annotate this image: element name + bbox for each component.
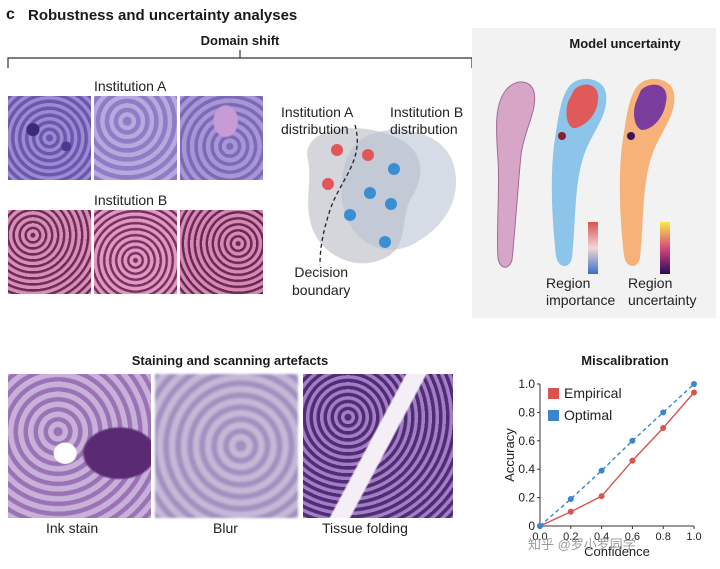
institution-b-tile-1 <box>8 210 91 294</box>
uncertainty-line-2: uncertainty <box>628 292 697 308</box>
boundary-line-2: boundary <box>292 282 351 298</box>
data-point-empirical <box>691 389 697 396</box>
x-tick-label: 0.2 <box>563 531 578 543</box>
dist-a-line-1: Institution A <box>281 104 354 120</box>
ink-stain-image <box>8 374 151 518</box>
institution-b-tile-2 <box>94 210 177 294</box>
series-line-empirical <box>539 392 695 527</box>
legend-label-empirical: Empirical <box>564 385 622 401</box>
legend-swatch-optimal <box>548 410 559 421</box>
data-point-optimal <box>660 409 667 416</box>
dist-b-line-1: Institution B <box>390 104 464 120</box>
importance-map <box>551 78 607 267</box>
data-point-optimal <box>567 496 574 503</box>
institution-a-tile-1 <box>8 96 91 180</box>
domain-shift-bracket <box>7 50 473 68</box>
region-importance-label: Region importance <box>546 275 615 309</box>
data-point-empirical <box>629 457 636 464</box>
x-tick-label: 1.0 <box>686 531 701 543</box>
institution-b-label: Institution B <box>94 192 168 208</box>
red-point <box>322 178 334 190</box>
institution-a-tile-2 <box>94 96 177 180</box>
y-tick-label: 0.6 <box>518 434 535 448</box>
importance-hotspot <box>566 84 599 129</box>
importance-line-2: importance <box>546 292 616 308</box>
uncertainty-hotspot <box>634 84 667 130</box>
miscalibration-title: Miscalibration <box>581 353 669 368</box>
x-tick-label: 0.0 <box>532 531 547 543</box>
blue-point <box>364 187 376 199</box>
red-point <box>362 149 374 161</box>
data-point-empirical <box>598 493 605 500</box>
series-line-optimal <box>539 383 695 527</box>
legend-swatch-empirical <box>548 388 559 399</box>
panel-letter: c <box>6 6 15 23</box>
boundary-line-1: Decision <box>294 264 349 280</box>
data-point-empirical <box>567 508 574 515</box>
distribution-diagram <box>307 124 457 266</box>
blur-label: Blur <box>213 520 238 536</box>
institution-a-tile-3 <box>180 96 263 180</box>
uncertainty-line-1: Region <box>628 275 673 291</box>
panel-title: Robustness and uncertainty analyses <box>28 7 298 24</box>
data-point-optimal <box>691 381 697 387</box>
legend-label-optimal: Optimal <box>564 407 612 423</box>
uncertainty-colorbar <box>660 222 670 274</box>
institution-b-distribution-blob <box>341 129 457 250</box>
tissue-folding-image <box>303 374 453 518</box>
y-tick-label: 0.8 <box>518 405 535 419</box>
tissue-folding-label: Tissue folding <box>322 520 408 536</box>
ink-stain-label: Ink stain <box>46 520 99 536</box>
dist-b-line-2: distribution <box>390 121 458 137</box>
decision-boundary-label: Decision boundary <box>292 263 350 299</box>
region-uncertainty-label: Region uncertainty <box>628 275 696 309</box>
artefacts-title: Staining and scanning artefacts <box>131 353 329 368</box>
institution-a-label: Institution A <box>94 78 167 94</box>
blue-point <box>385 198 397 210</box>
miscalibration-chart: 0 0.2 0.4 0.6 0.8 1.0 0.0 0.2 0.4 0.6 0.8 1.0Confid… <box>502 377 702 559</box>
importance-line-1: Region <box>546 275 591 291</box>
y-tick-label: 0.4 <box>518 462 535 476</box>
watermark: 知乎 @罗小罗同学 <box>528 537 636 552</box>
importance-dot <box>558 132 566 140</box>
data-point-optimal <box>598 467 605 474</box>
uncertainty-dot <box>627 132 635 140</box>
institution-b-tile-3 <box>180 210 263 294</box>
x-axis-label: Confidence <box>584 544 650 559</box>
dist-a-line-2: distribution <box>281 121 349 137</box>
data-point-optimal <box>629 437 636 444</box>
y-axis-label: Accuracy <box>502 428 517 482</box>
red-point <box>331 144 343 156</box>
domain-shift-title: Domain shift <box>200 33 280 48</box>
y-tick-label: 0.2 <box>518 491 535 505</box>
model-uncertainty-title: Model uncertainty <box>569 36 681 51</box>
y-tick-label: 1.0 <box>518 377 535 391</box>
tissue-slide <box>496 81 536 268</box>
uncertainty-map <box>619 78 675 267</box>
institution-b-distribution-label: Institution B distribution <box>390 104 463 138</box>
y-tick-label: 0 <box>528 519 535 533</box>
decision-boundary-line <box>319 124 358 266</box>
institution-a-distribution-label: Institution A distribution <box>281 104 353 138</box>
x-tick-label: 0.8 <box>656 531 671 543</box>
blue-point <box>344 209 356 221</box>
x-tick-label: 0.6 <box>625 531 640 543</box>
blue-point <box>388 163 400 175</box>
importance-colorbar <box>588 222 598 274</box>
blue-point <box>379 236 391 248</box>
data-point-optimal <box>537 523 543 529</box>
model-uncertainty-maps <box>496 78 675 274</box>
blur-image <box>155 374 298 518</box>
x-tick-label: 0.4 <box>594 531 609 543</box>
data-point-empirical <box>660 425 667 432</box>
